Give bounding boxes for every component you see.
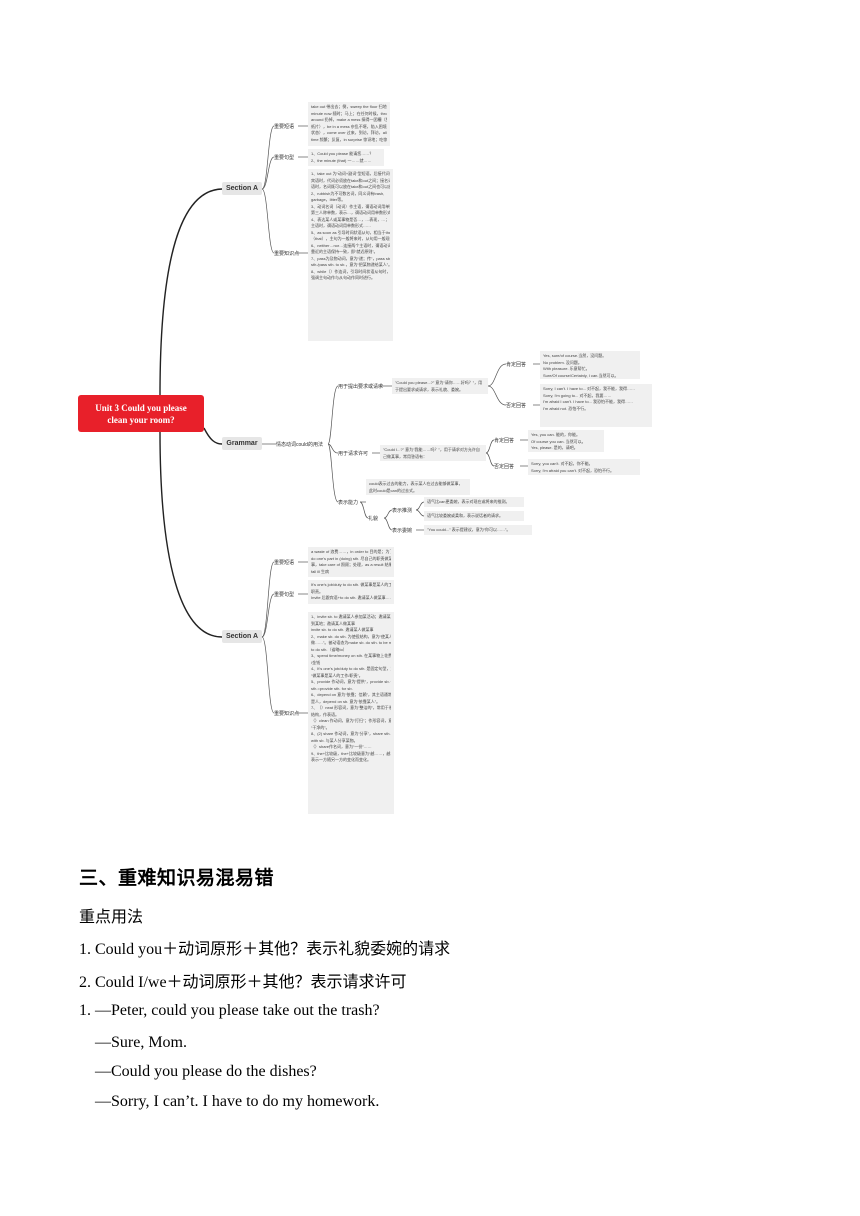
request-desc: "Could you please...?" 意为“请你……好吗？”，用于提出要… [392,378,488,394]
usage-line-2: 2. Could I/we＋动词原形＋其他？表示请求许可 [79,974,407,991]
polite-note-2: 语气比较委婉或柔和，表示说话者的请求。 [424,511,524,521]
example-line-2: —Sure, Mom. [95,1034,187,1051]
permit-yes-notes: Yes, you can. 能的，你能。 Of course you can. … [528,430,604,452]
points-notes-bottom: 1、invite sb. to 邀请某人参加某活动；邀请某人 到某地；邀请某人做… [308,612,394,814]
sentence-notes-bottom: It's one's job/duty to do sth. 做某事是某人的工作… [308,580,394,604]
polite-note-1: 语气比can更委婉，表示对现在或将来的推测。 [424,497,524,507]
mind-map-links [159,125,540,714]
reply-yes-label: 肯定回答 [506,362,527,368]
reply-no-label: 否定回答 [506,403,527,409]
polite-label: 礼貌 [368,516,379,522]
points-label-top: 重要知识点 [274,251,300,257]
request-label: 用于提出要求或请求 [338,384,384,390]
sub-heading: 重点用法 [79,909,144,926]
grammar-node: Grammar [222,437,262,450]
points-notes-top: 1、take out 为“动词+副词”型短语，后接代词作 宾语时，代词必须放在t… [308,169,393,341]
sentence-label-top: 重要句型 [274,155,295,161]
reply-no-notes: Sorry, I can't. I have to... 对不起，我不能，我得…… [540,384,652,427]
points-label-bottom: 重要知识点 [274,711,300,717]
vocab-notes-top: take out 带出去；倒，sweep the floor 扫地，any mi… [308,102,390,146]
polite-note-3: "You could..." 表示提建议，意为“你可以……”。 [424,525,532,535]
permit-yes-label: 肯定回答 [494,438,515,444]
example-line-4: —Sorry, I can’t. I have to do my homewor… [95,1093,380,1110]
root-node: Unit 3 Could you please clean your room? [78,395,204,432]
ability-label: 表示能力 [338,500,359,506]
permit-no-notes: Sorry, you can't. 对不起，你不能。 Sorry, I'm af… [528,459,640,475]
root-node-label: Unit 3 Could you please clean your room? [95,402,187,425]
sentence-notes-top: 1、Could you please 能请您……？ 2、the minute (… [308,149,384,166]
vocab-label-top: 重要短语 [274,124,295,130]
mind-map: Unit 3 Could you please clean your room?… [78,102,652,814]
permit-label: 用于请求许可 [338,451,369,457]
vocab-label-bottom: 重要短语 [274,560,295,566]
polite-item-guess: 表示推测 [392,508,413,514]
reply-yes-notes: Yes, sure/of course.当然，没问题。 No problem. … [540,351,640,379]
polite-item-euphemism: 表示委婉 [392,528,413,534]
usage-line-1: 1. Could you＋动词原形＋其他？表示礼貌委婉的请求 [79,941,451,958]
permit-no-label: 否定回答 [494,464,515,470]
example-line-3: —Could you please do the dishes? [95,1063,317,1080]
permit-desc: "Could I...?" 意为“我能……吗？”，用于请求对方允许自己做某事，常… [380,445,486,461]
grammar-sub-label: 情态动词could的用法 [276,442,323,448]
section-a-bottom-label: Section A [225,633,259,640]
grammar-label: Grammar [226,440,258,447]
section-a-top-node: Section A [222,182,262,195]
sentence-label-bottom: 重要句型 [274,592,295,598]
section-heading: 三、重难知识易混易错 [79,868,275,889]
ability-desc: could表示过去的能力，表示某人在过去能够做某事， 此时could是can的过… [366,479,470,495]
vocab-notes-bottom: a waste of 浪费……，in order to 目的是；为了 do on… [308,547,394,577]
section-a-top-label: Section A [225,185,259,192]
example-line-1: 1. —Peter, could you please take out the… [79,1002,380,1019]
section-a-bottom-node: Section A [222,630,262,643]
